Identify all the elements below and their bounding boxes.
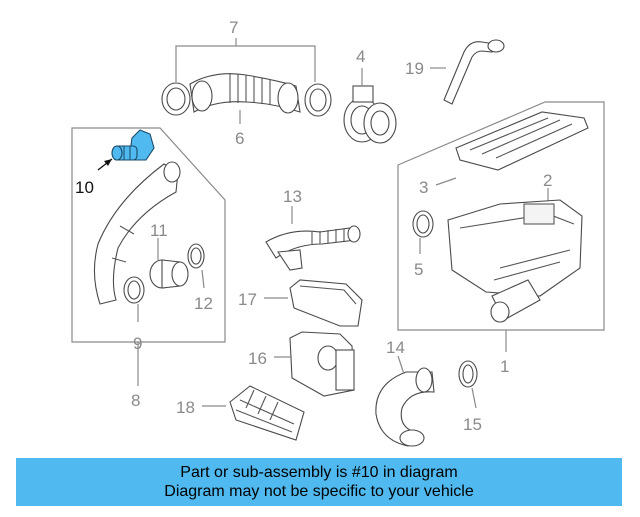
air-cleaner-housing: [447, 199, 583, 323]
group-box-8: [71, 127, 226, 343]
seal-ring-part-5: [412, 210, 434, 238]
callout-9[interactable]: 9: [133, 334, 142, 353]
callout-10[interactable]: 10: [75, 178, 94, 197]
bracket-7: [175, 45, 316, 82]
mass-airflow-sensor-part-4: [343, 85, 397, 144]
clamp-part-12: [187, 243, 205, 269]
banner-line-1: Part or sub-assembly is #10 in diagram: [180, 464, 458, 481]
highlighted-sensor-part-10[interactable]: [111, 129, 155, 161]
callout-11[interactable]: 11: [150, 221, 168, 240]
breather-hose-part-19: [443, 39, 505, 105]
group-box-1: [397, 101, 605, 331]
intake-hose-part-6: [161, 73, 332, 117]
callout-14[interactable]: 14: [386, 338, 405, 357]
callout-3[interactable]: 3: [419, 178, 428, 197]
callout-2[interactable]: 2: [543, 171, 552, 190]
clamp-part-15: [458, 360, 478, 388]
callout-4[interactable]: 4: [356, 47, 365, 66]
callout-1[interactable]: 1: [500, 357, 509, 376]
callout-16[interactable]: 16: [248, 349, 267, 368]
info-banner: Part or sub-assembly is #10 in diagram D…: [16, 458, 622, 506]
callout-12[interactable]: 12: [194, 294, 213, 313]
callout-17[interactable]: 17: [238, 290, 257, 309]
callout-6[interactable]: 6: [235, 129, 244, 148]
callout-8[interactable]: 8: [131, 391, 140, 410]
elbow-hose-part-14: [375, 367, 435, 447]
duct-part-18: [229, 385, 305, 441]
airbox-cover-part-3: [455, 111, 589, 171]
cover-part-17: [289, 279, 363, 327]
callout-5[interactable]: 5: [414, 260, 423, 279]
clamp-part-9: [123, 276, 145, 304]
banner-line-2: Diagram may not be specific to your vehi…: [164, 483, 474, 500]
hose-section-part-11: [149, 259, 189, 289]
callout-7[interactable]: 7: [229, 18, 238, 37]
callout-15[interactable]: 15: [463, 415, 482, 434]
small-hose-part-13: [265, 225, 361, 271]
charge-pipe: [93, 161, 181, 305]
callout-18[interactable]: 18: [176, 398, 195, 417]
callout-19[interactable]: 19: [405, 59, 424, 78]
resonator-part-16: [289, 331, 355, 397]
callout-13[interactable]: 13: [283, 187, 302, 206]
